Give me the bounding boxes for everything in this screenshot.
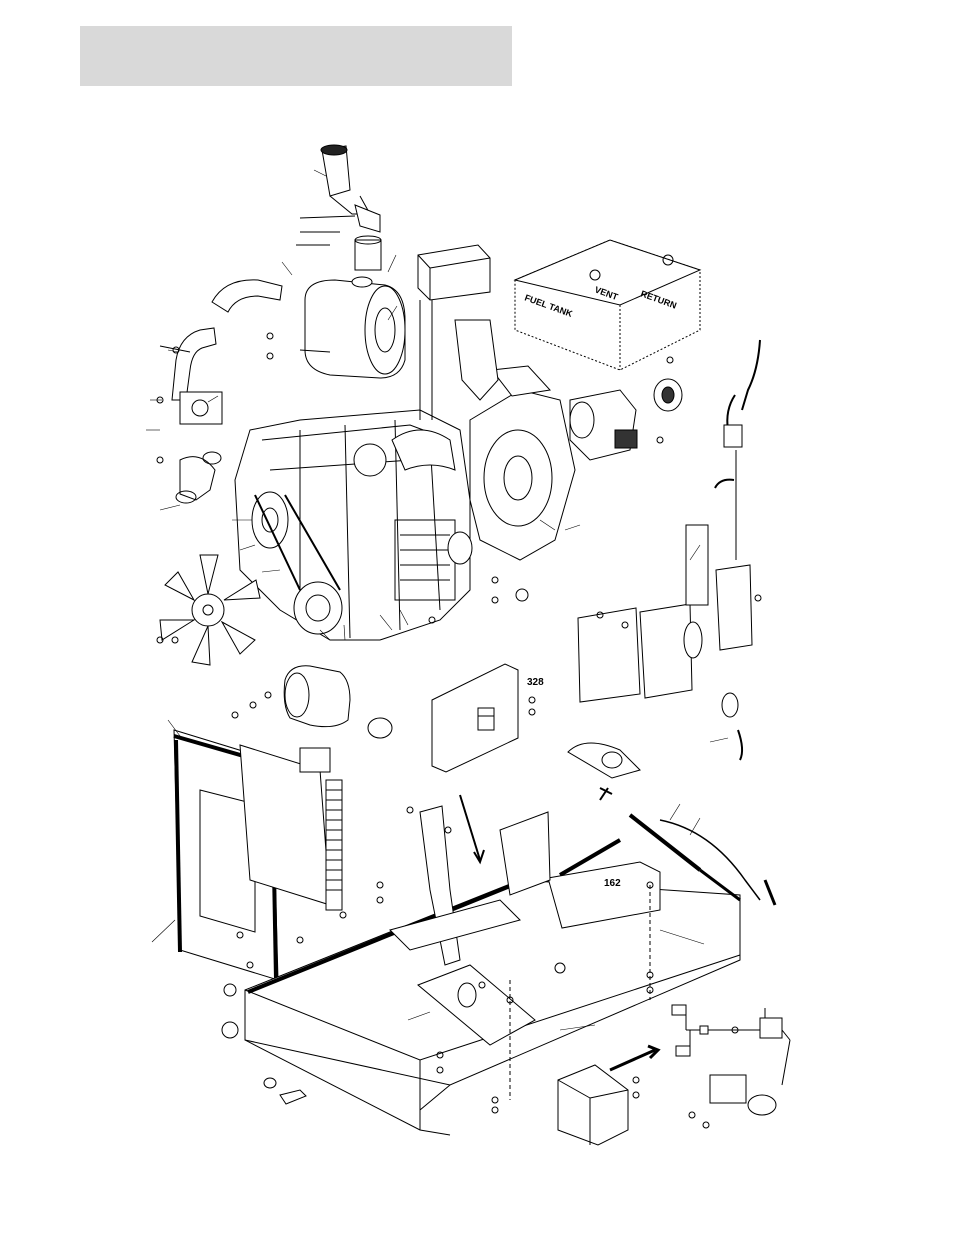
engine-block [235,410,472,640]
fuel-line-right [715,340,760,760]
air-cleaner-housing [300,277,405,378]
callout-328: 328 [527,677,544,688]
battery [558,1046,658,1145]
radiator-assembly [174,730,342,980]
mounting-panels-right [578,525,752,717]
callout-162: 162 [604,878,621,889]
bellhousing [455,320,575,560]
wiring-schematic [672,1005,790,1115]
air-cleaner-upper [296,145,381,270]
muffler [284,666,392,738]
fuel-tank: FUEL TANK VENT RETURN [515,240,700,370]
hydraulic-pump [570,379,682,460]
